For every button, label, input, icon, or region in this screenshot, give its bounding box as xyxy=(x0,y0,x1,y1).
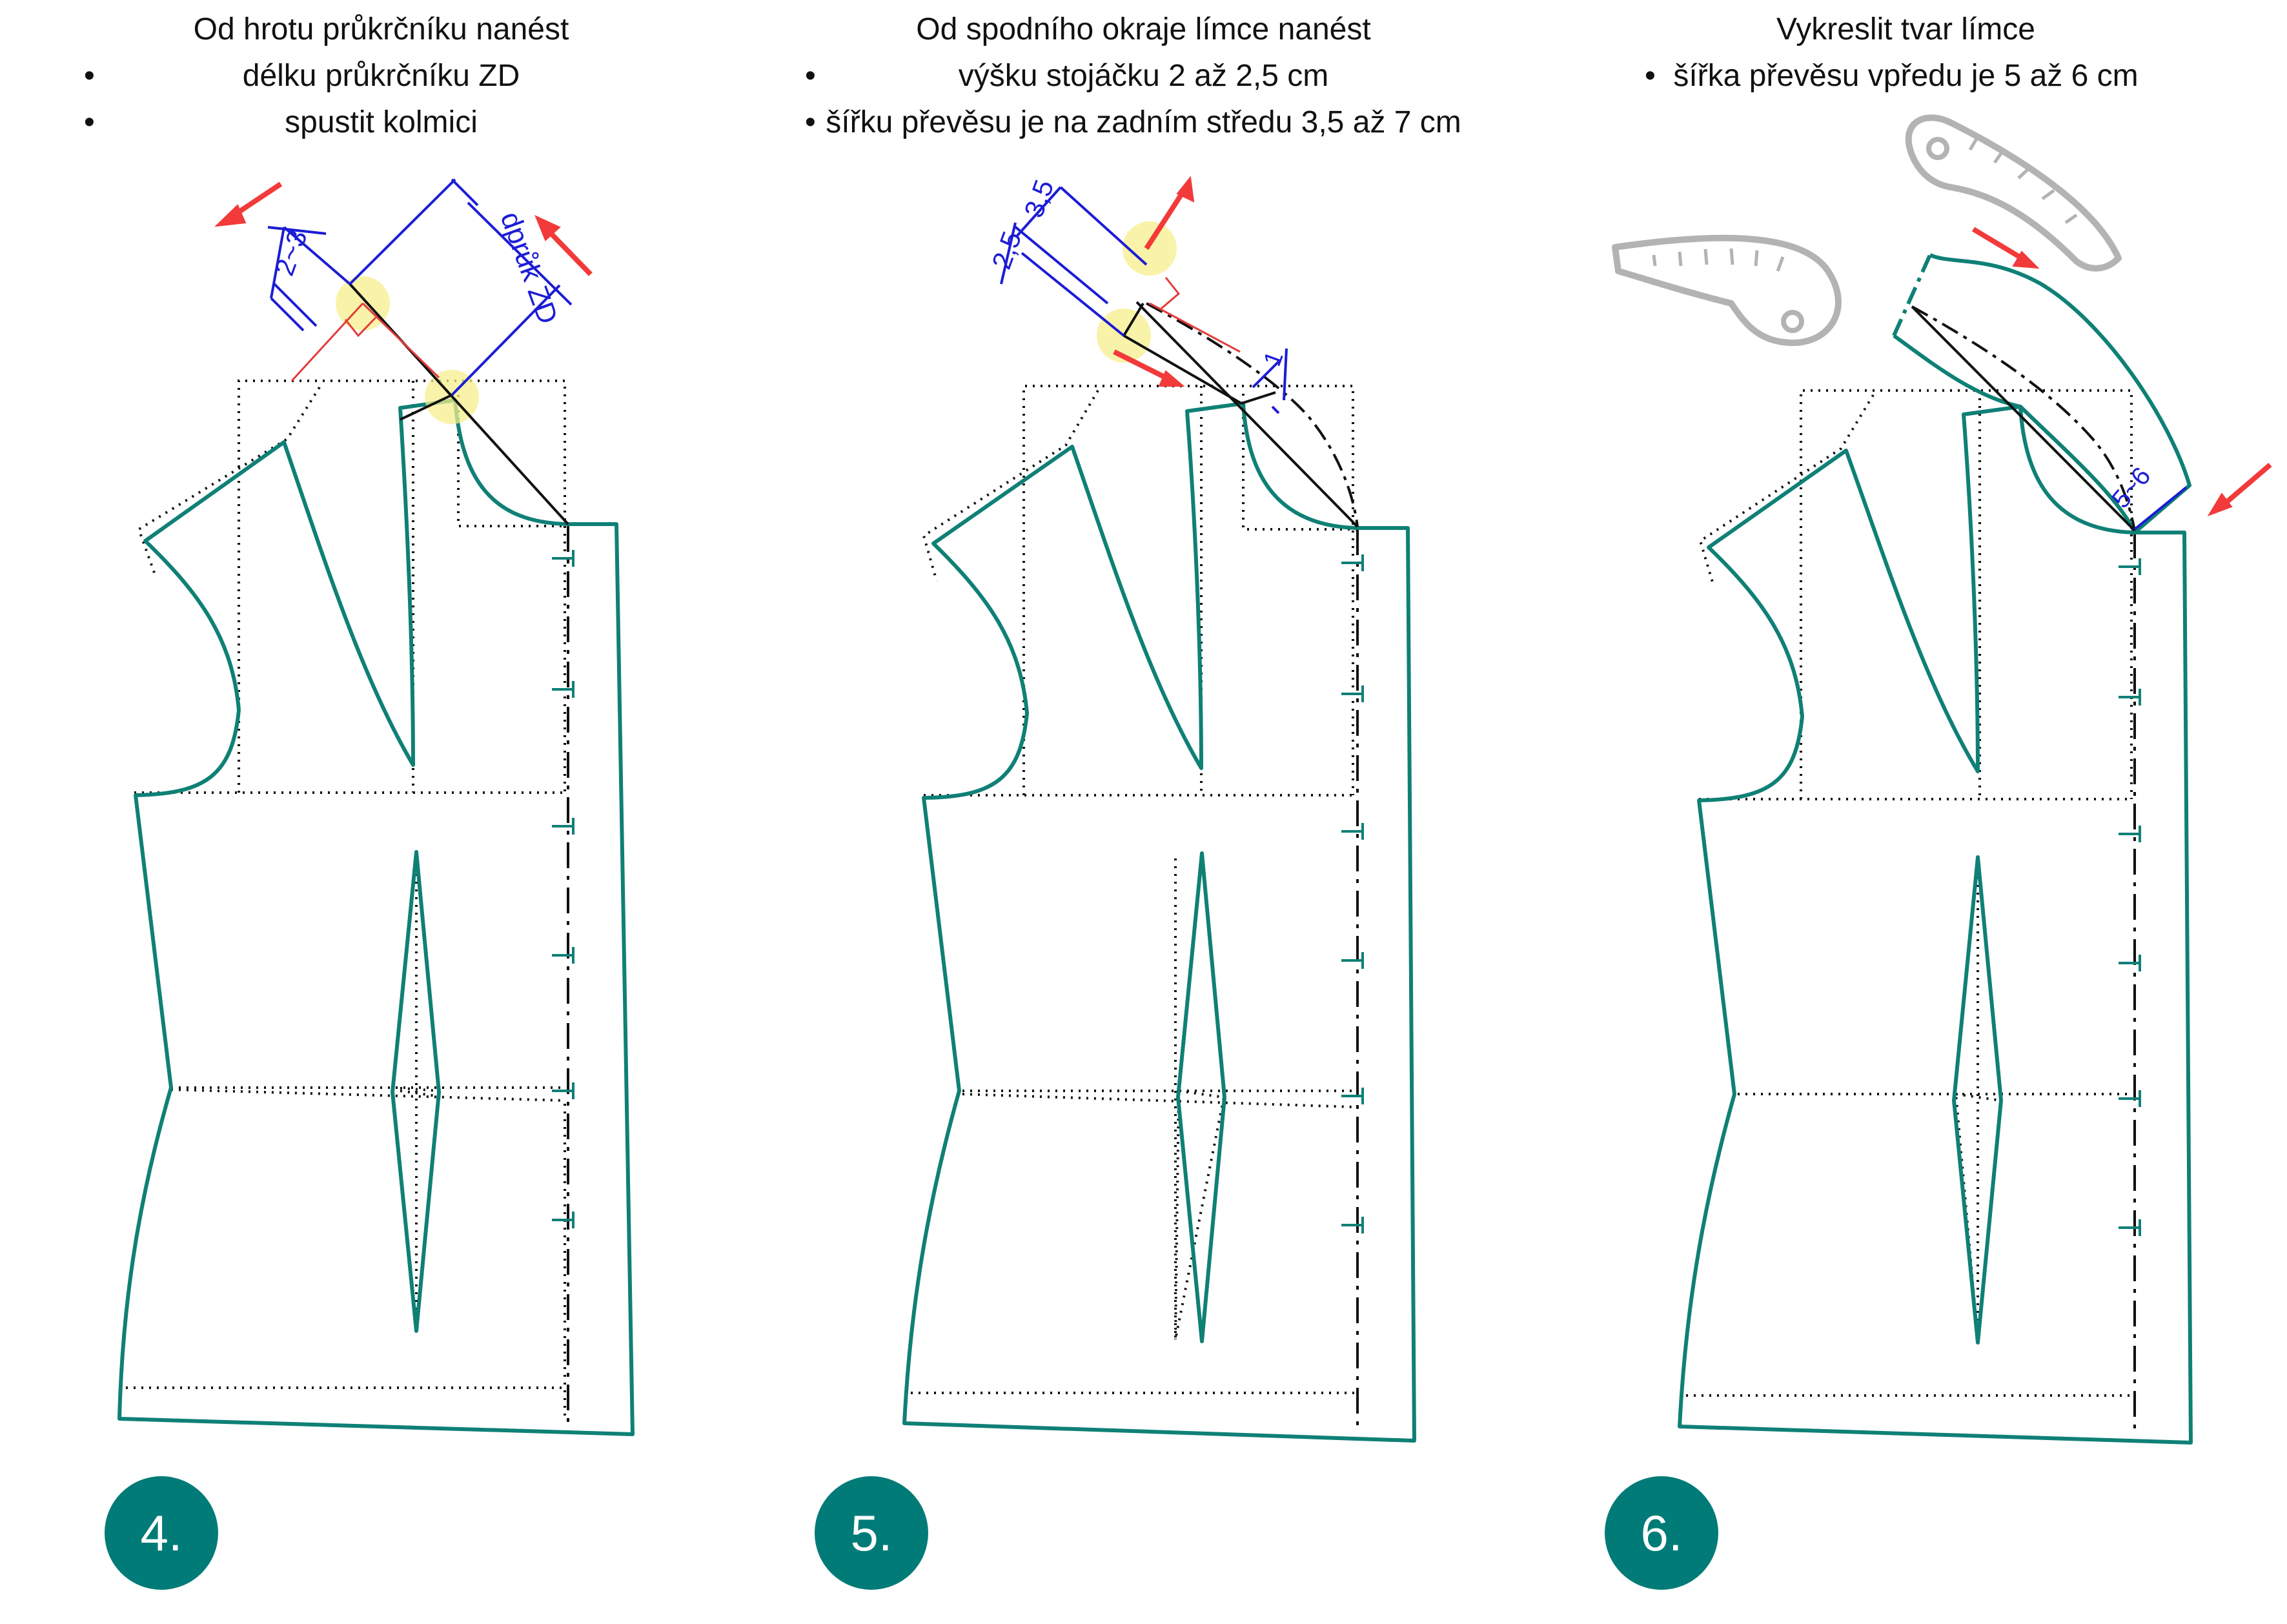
step-5-instructions: Od spodního okraje límce nanést •výšku s… xyxy=(762,6,1525,146)
bullet-icon: • xyxy=(84,59,95,93)
step-4-bullet: •délku průkrčníku ZD xyxy=(0,53,762,99)
bullet-icon: • xyxy=(1645,59,1656,93)
label-front-width: 5~6 xyxy=(2106,462,2156,514)
arrow-icon xyxy=(1971,227,2272,516)
collar-curve-guide xyxy=(1146,302,1359,527)
right-angle-marker xyxy=(1149,277,1241,353)
french-curve-ruler-icon xyxy=(1905,114,2122,272)
arrow-icon xyxy=(1113,176,1195,387)
step-badge: 4. xyxy=(105,1476,218,1590)
panel-step-5: 2,5 3,5 1 Od spodního okraje límce nanés… xyxy=(762,0,1525,1624)
french-curve-ruler-icon xyxy=(1612,234,1842,347)
panel-step-4: 2~3 dprůk ZD Od hrotu průkrčníku nanést … xyxy=(0,0,762,1624)
step-5-bullet: •šířku převěsu je na zadním středu 3,5 a… xyxy=(762,99,1525,146)
collar-guides xyxy=(1123,301,1359,528)
step-6-bullet: •šířka převěsu vpředu je 5 až 6 cm xyxy=(1525,53,2287,99)
collar-guides xyxy=(1911,305,2136,532)
step-badge: 6. xyxy=(1605,1476,1718,1590)
collar-shape xyxy=(1893,253,2191,534)
construction-lines xyxy=(911,385,1356,1394)
label-stand-height: 2~3 xyxy=(269,226,313,279)
label-stand-height: 2,5 xyxy=(986,227,1027,273)
label-offset: 1 xyxy=(1259,348,1289,370)
step-5-bullet: •výšku stojáčku 2 až 2,5 cm xyxy=(762,53,1525,99)
label-fall-width: 3,5 xyxy=(1018,176,1059,221)
dimension-lines xyxy=(1000,186,1288,414)
bullet-icon: • xyxy=(84,105,95,139)
arrow-icon xyxy=(214,181,593,276)
construction-lines xyxy=(126,380,568,1420)
dimension-lines xyxy=(267,178,573,396)
step-5-title: Od spodního okraje límce nanést xyxy=(916,12,1371,46)
pattern-drawing-step-6: 5~6 xyxy=(1612,114,2272,1445)
step-6-instructions: Vykreslit tvar límce •šířka převěsu vpře… xyxy=(1525,6,2287,99)
bodice-pattern xyxy=(1678,253,2193,1445)
step-4-instructions: Od hrotu průkrčníku nanést •délku průkrč… xyxy=(0,6,762,146)
panel-step-6: 5~6 Vykreslit tv xyxy=(1525,0,2287,1624)
highlight-collar-edge xyxy=(1123,221,1177,276)
bodice-pattern xyxy=(117,398,635,1436)
step-badge: 5. xyxy=(815,1476,928,1590)
collar-guides xyxy=(349,283,569,525)
dimension-lines xyxy=(2133,486,2188,531)
step-6-title: Vykreslit tvar límce xyxy=(1776,12,2035,46)
bodice-pattern xyxy=(902,401,1416,1443)
step-4-bullet: •spustit kolmici xyxy=(0,99,762,146)
right-angle-marker xyxy=(290,302,440,382)
construction-lines xyxy=(1686,389,2135,1397)
pattern-drawing-step-5: 2,5 3,5 1 xyxy=(902,176,1416,1443)
step-4-title: Od hrotu průkrčníku nanést xyxy=(193,12,569,46)
bullet-icon: • xyxy=(805,59,816,93)
pattern-drawing-step-4: 2~3 dprůk ZD xyxy=(117,178,635,1436)
bullet-icon: • xyxy=(805,105,816,139)
